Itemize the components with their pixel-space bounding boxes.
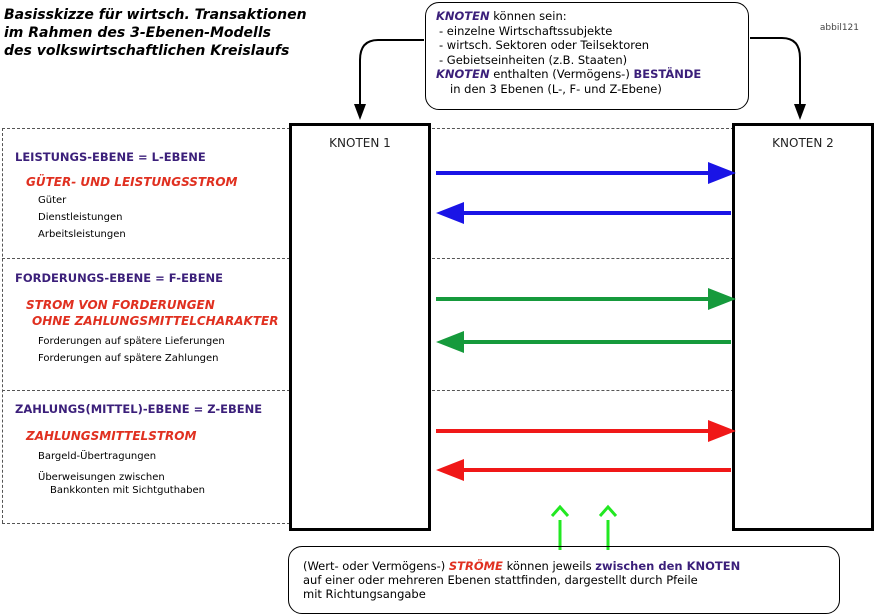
divider-lf-mid	[432, 258, 734, 259]
info-line-6: in den 3 Ebenen (L-, F- und Z-Ebene)	[450, 81, 662, 96]
knoten-info-box: KNOTEN können sein: - einzelne Wirtschaf…	[425, 2, 749, 110]
knoten-2-box: KNOTEN 2	[732, 123, 874, 531]
info-text: können sein:	[489, 9, 567, 23]
l-item-3: Arbeitsleistungen	[38, 229, 126, 240]
divider-bottom	[2, 523, 290, 524]
curve-arrow-to-knoten-2	[750, 37, 801, 108]
bottom-text: (Wert- oder Vermögens-)	[303, 559, 449, 573]
f-item-2: Forderungen auf spätere Zahlungen	[38, 353, 219, 364]
bestaende-keyword: BESTÄNDE	[633, 67, 702, 82]
diagram-title: Basisskizze für wirtsch. Transaktionen i…	[4, 6, 307, 60]
f-arrow-left-head	[436, 331, 464, 353]
knoten-keyword: KNOTEN	[436, 9, 490, 23]
info-line-3: - wirtsch. Sektoren oder Teilsektoren	[439, 38, 650, 53]
z-arrow-right-head	[708, 420, 736, 442]
bottom-line-2: auf einer oder mehreren Ebenen stattfind…	[303, 573, 698, 587]
stroeme-info-box: (Wert- oder Vermögens-) STRÖME können je…	[288, 546, 840, 614]
info-line-1: KNOTEN können sein:	[436, 9, 738, 24]
info-line-2: - einzelne Wirtschaftssubjekte	[439, 23, 613, 38]
l-item-2: Dienstleistungen	[38, 212, 123, 223]
left-frame-line	[2, 128, 3, 523]
bottom-line-3: mit Richtungsangabe	[303, 587, 426, 601]
z-stream-title: ZAHLUNGSMITTELSTROM	[26, 429, 197, 443]
title-line-3: des volkswirtschaftlichen Kreislaufs	[4, 43, 290, 59]
f-stream-title-2: OHNE ZAHLUNGSMITTELCHARAKTER	[32, 314, 279, 328]
z-item-3: Bankkonten mit Sichtguthaben	[50, 485, 206, 496]
bottom-text: können jeweils	[502, 559, 596, 573]
knoten-1-box: KNOTEN 1	[289, 123, 431, 531]
z-level-title: ZAHLUNGS(MITTEL)-EBENE = Z-EBENE	[15, 402, 263, 416]
z-arrow-left-head	[436, 459, 464, 481]
stroeme-keyword: STRÖME	[448, 559, 503, 573]
title-line-1: Basisskizze für wirtsch. Transaktionen	[4, 7, 307, 23]
knoten-keyword: KNOTEN	[436, 67, 490, 82]
f-level-title: FORDERUNGS-EBENE = F-EBENE	[15, 271, 224, 285]
f-arrow-right-head	[708, 288, 736, 310]
z-item-2: Überweisungen zwischen	[38, 472, 165, 483]
curve-arrowhead-1	[354, 104, 366, 120]
curve-arrow-to-knoten-1	[359, 39, 424, 108]
divider-top-left	[2, 128, 290, 129]
title-line-2: im Rahmen des 3-Ebenen-Modells	[4, 25, 271, 41]
up-arrow-1-head	[550, 504, 570, 517]
l-arrow-left-head	[436, 202, 464, 224]
z-item-1: Bargeld-Übertragungen	[38, 451, 157, 462]
zwischen-knoten-keyword: zwischen den KNOTEN	[595, 559, 741, 573]
l-arrow-right-head	[708, 162, 736, 184]
info-line-4: - Gebietseinheiten (z.B. Staaten)	[439, 52, 628, 67]
bottom-line-1: (Wert- oder Vermögens-) STRÖME können je…	[303, 559, 825, 573]
divider-fz-mid	[432, 390, 734, 391]
f-stream-title-1: STROM VON FORDERUNGEN	[26, 298, 215, 312]
divider-fz	[2, 390, 290, 391]
info-text: enthalten (Vermögens-)	[489, 67, 634, 82]
info-line-5: KNOTEN enthalten (Vermögens-) BESTÄNDE	[436, 67, 738, 82]
divider-top-mid	[432, 128, 734, 129]
curve-arrowhead-2	[794, 104, 806, 120]
l-level-title: LEISTUNGS-EBENE = L-EBENE	[15, 150, 206, 164]
up-arrow-2-head	[598, 504, 618, 517]
knoten-2-label: KNOTEN 2	[772, 136, 834, 150]
divider-lf	[2, 258, 290, 259]
knoten-1-label: KNOTEN 1	[329, 136, 391, 150]
l-stream-title: GÜTER- UND LEISTUNGSSTROM	[26, 175, 238, 189]
f-item-1: Forderungen auf spätere Lieferungen	[38, 336, 225, 347]
l-item-1: Güter	[38, 195, 67, 206]
figure-code: abbil121	[819, 23, 859, 33]
